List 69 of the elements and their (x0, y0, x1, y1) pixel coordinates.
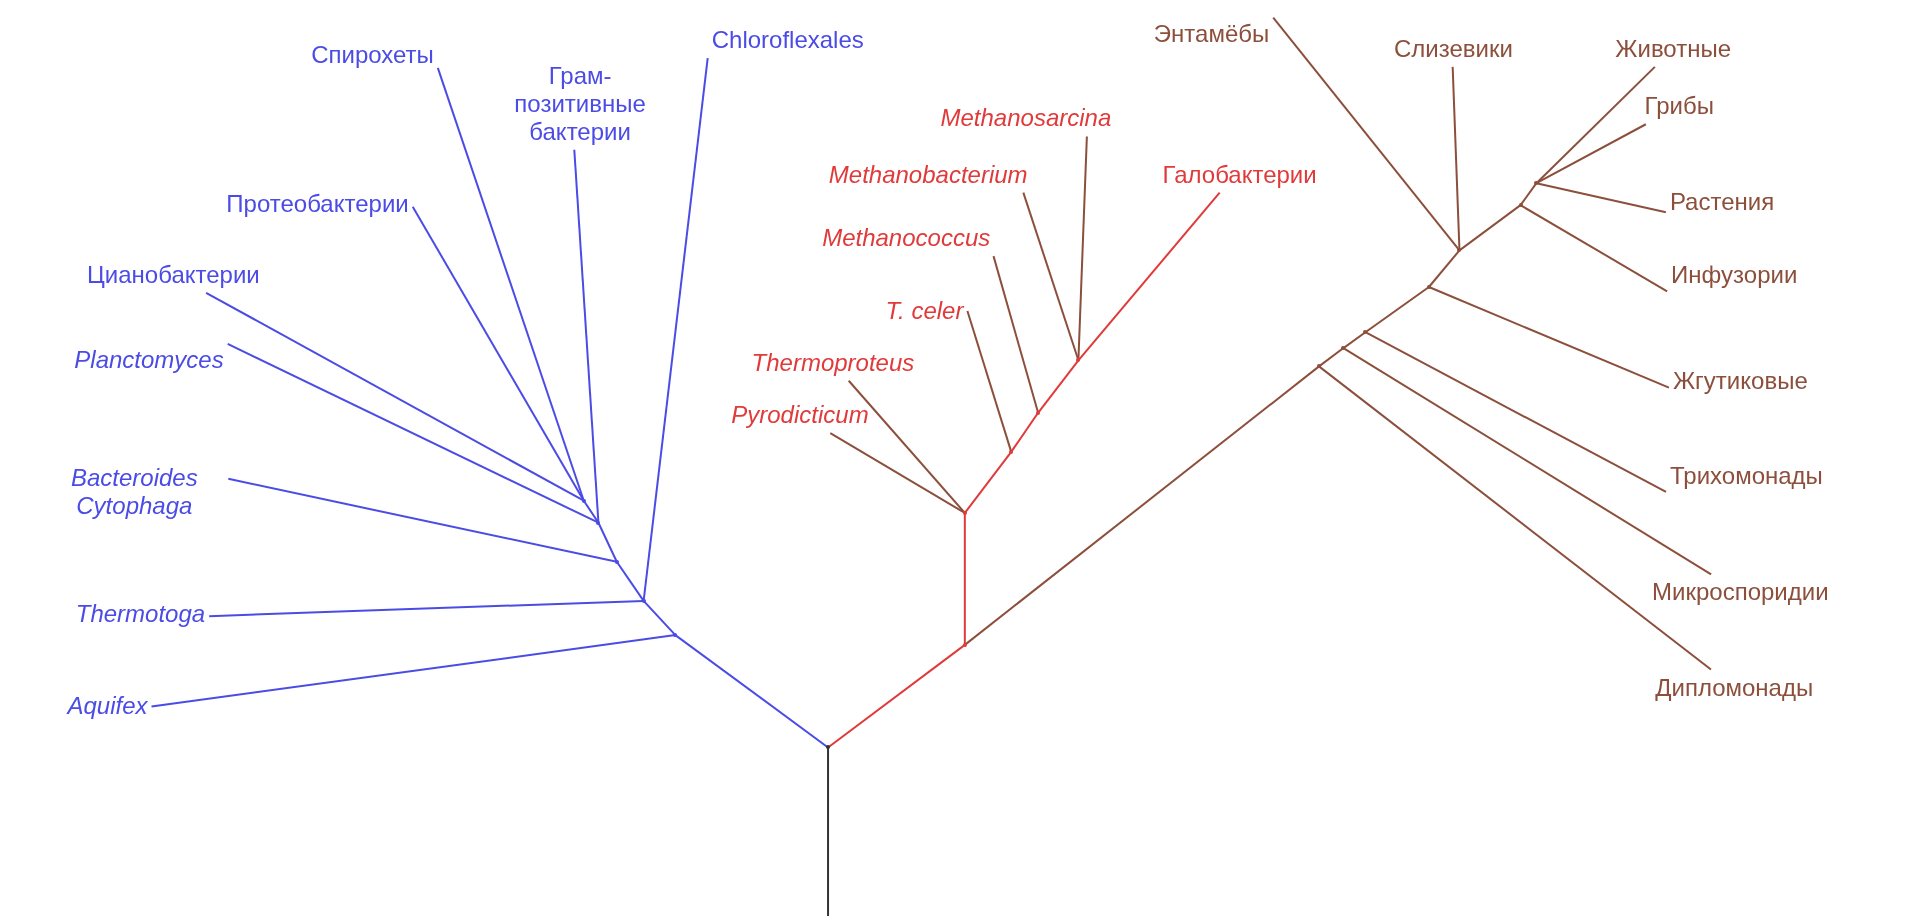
taxon-label: Pyrodicticum (731, 401, 869, 430)
branch-line (208, 599, 645, 618)
taxon-label: Слизевики (1393, 34, 1513, 63)
branch-line (1364, 286, 1430, 334)
branch-line (1427, 249, 1461, 288)
branch-point (826, 745, 831, 750)
taxon-label: Bacteroides Cytophaga (44, 464, 225, 521)
branch-point (1036, 410, 1041, 415)
taxon-label: Цианобактерии (87, 260, 260, 289)
branch-line (1318, 347, 1345, 368)
branch-line (1535, 123, 1647, 185)
branch-line (992, 255, 1040, 414)
branch-point (596, 520, 601, 525)
branch-line (1037, 359, 1080, 414)
branch-line (1535, 182, 1667, 214)
branch-point (1009, 449, 1014, 454)
branch-point (1426, 285, 1431, 289)
branch-point (1457, 248, 1462, 253)
taxon-label: Животные (1615, 34, 1732, 63)
branch-point (614, 559, 619, 564)
branch-point (1341, 346, 1346, 351)
taxon-label: Chloroflexales (711, 26, 864, 55)
branch-line (205, 291, 585, 502)
taxon-label: Грибы (1644, 92, 1714, 121)
taxon-label: Aquifex (67, 691, 148, 720)
branch-point (581, 498, 586, 503)
taxon-label: Спирохеты (311, 40, 434, 69)
branch-point (1076, 358, 1081, 363)
taxon-label: Methanococcus (822, 224, 991, 253)
taxon-label: Methanobacterium (828, 160, 1028, 189)
taxon-label: Methanosarcina (940, 104, 1112, 133)
branch-line (827, 643, 966, 749)
taxon-label: Растения (1669, 187, 1775, 216)
branch-line (827, 746, 830, 917)
branch-line (963, 365, 1320, 646)
branch-line (1364, 331, 1667, 493)
taxon-label: Энтамёбы (1153, 20, 1270, 49)
branch-line (642, 57, 709, 602)
branch-line (1318, 365, 1712, 671)
branch-line (847, 379, 966, 514)
branch-point (673, 633, 678, 638)
taxon-label: T. celer (885, 297, 964, 326)
branch-point (1317, 364, 1321, 369)
taxon-label: Грам- позитивные бактерии (495, 61, 666, 146)
branch-line (829, 432, 966, 514)
branch-line (1077, 191, 1221, 362)
branch-line (411, 205, 585, 502)
branch-line (1342, 331, 1367, 350)
branch-point (1534, 181, 1539, 186)
taxon-label: Planctomyces (74, 346, 224, 375)
taxon-label: Thermotoga (75, 600, 206, 629)
taxon-label: Thermoproteus (751, 348, 915, 377)
branch-point (962, 510, 967, 515)
taxon-label: Протеобактерии (226, 189, 409, 218)
taxon-label: Инфузории (1671, 260, 1798, 289)
branch-point (641, 598, 646, 603)
branch-point (1363, 330, 1368, 335)
branch-point (1518, 203, 1523, 208)
branch-line (1342, 347, 1713, 576)
branch-line (1458, 204, 1522, 252)
taxon-label: Дипломонады (1655, 673, 1814, 702)
branch-line (573, 148, 600, 524)
taxon-label: Трихомонады (1670, 462, 1823, 491)
taxon-label: Галобактерии (1162, 160, 1317, 189)
branch-line (227, 477, 618, 563)
taxon-label: Микроспоридии (1652, 578, 1829, 607)
taxon-label: Жгутиковые (1672, 367, 1808, 396)
branch-point (962, 642, 967, 647)
branch-line (966, 310, 1013, 453)
